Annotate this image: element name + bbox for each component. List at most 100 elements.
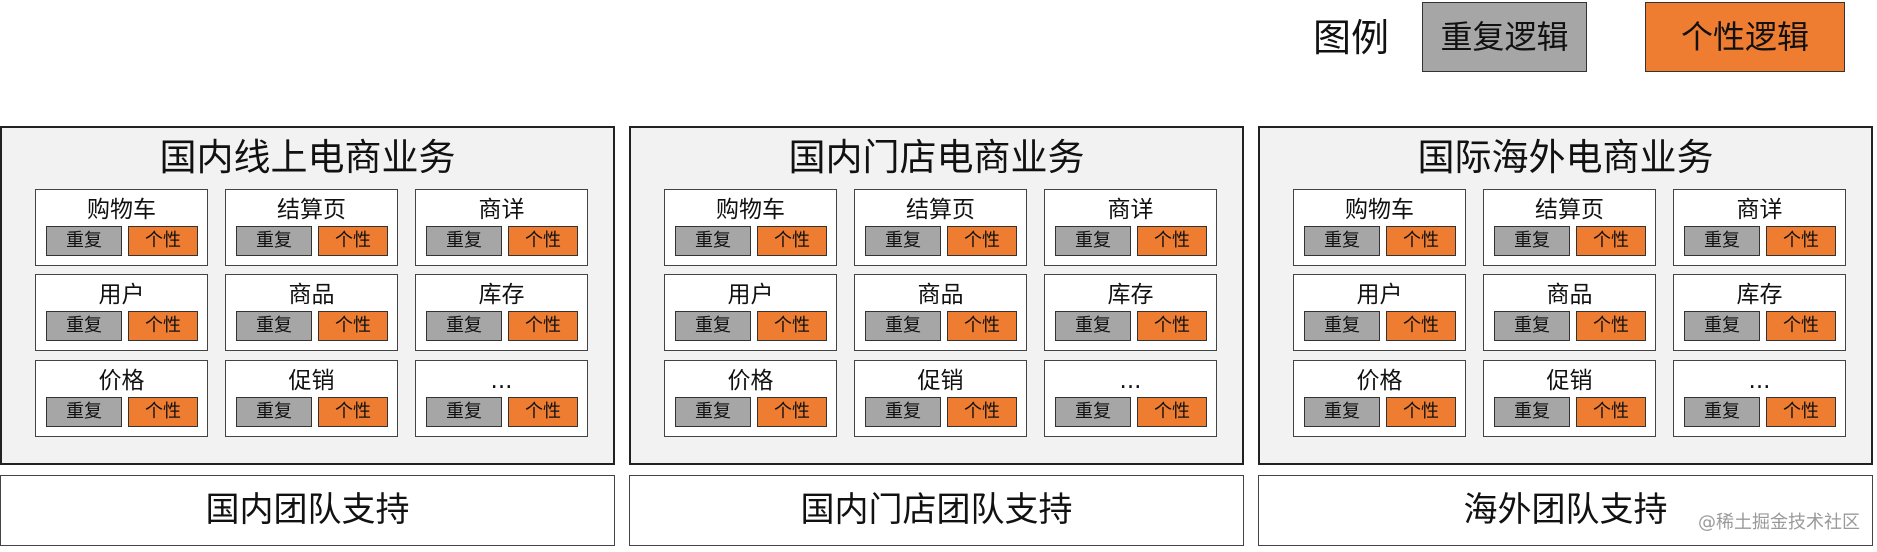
common-logic-tag: 重复 bbox=[1055, 397, 1131, 427]
common-logic-tag: 重复 bbox=[675, 397, 751, 427]
custom-logic-tag: 个性 bbox=[1576, 226, 1646, 256]
custom-logic-tag: 个性 bbox=[128, 397, 198, 427]
custom-logic-tag: 个性 bbox=[1137, 226, 1207, 256]
watermark: @稀土掘金技术社区 bbox=[1698, 512, 1860, 533]
common-logic-tag: 重复 bbox=[1304, 226, 1380, 256]
module-name: 购物车 bbox=[716, 197, 785, 223]
module-checkout: 结算页 重复 个性 bbox=[225, 189, 398, 266]
custom-logic-tag: 个性 bbox=[1137, 311, 1207, 341]
module-user: 用户 重复 个性 bbox=[1293, 274, 1466, 351]
module-inventory: 库存 重复 个性 bbox=[1673, 274, 1846, 351]
custom-logic-tag: 个性 bbox=[1576, 311, 1646, 341]
module-more: ... 重复 个性 bbox=[1044, 360, 1217, 437]
custom-logic-tag: 个性 bbox=[757, 226, 827, 256]
business-title: 国内门店电商业务 bbox=[788, 136, 1085, 179]
custom-logic-tag: 个性 bbox=[318, 311, 388, 341]
common-logic-tag: 重复 bbox=[1304, 397, 1380, 427]
module-product-detail: 商详 重复 个性 bbox=[1044, 189, 1217, 266]
module-name: 商详 bbox=[478, 197, 525, 223]
support-domestic-store-team: 国内门店团队支持 bbox=[629, 475, 1244, 546]
custom-logic-tag: 个性 bbox=[318, 226, 388, 256]
business-international: 国际海外电商业务 购物车 重复 个性 结算页 重复 个性 商详 重复 个性 用户… bbox=[1258, 126, 1873, 465]
module-name: 商品 bbox=[1546, 282, 1593, 308]
module-product-detail: 商详 重复 个性 bbox=[415, 189, 588, 266]
module-promotion: 促销 重复 个性 bbox=[1483, 360, 1656, 437]
common-logic-tag: 重复 bbox=[1494, 226, 1570, 256]
business-title: 国际海外电商业务 bbox=[1417, 136, 1714, 179]
business-title: 国内线上电商业务 bbox=[159, 136, 456, 179]
module-product: 商品 重复 个性 bbox=[1483, 274, 1656, 351]
module-checkout: 结算页 重复 个性 bbox=[1483, 189, 1656, 266]
module-name: 商品 bbox=[917, 282, 964, 308]
module-inventory: 库存 重复 个性 bbox=[415, 274, 588, 351]
custom-logic-tag: 个性 bbox=[757, 311, 827, 341]
module-checkout: 结算页 重复 个性 bbox=[854, 189, 1027, 266]
support-domestic-team: 国内团队支持 bbox=[0, 475, 615, 546]
common-logic-tag: 重复 bbox=[426, 311, 502, 341]
module-name: 结算页 bbox=[1535, 197, 1604, 223]
common-logic-tag: 重复 bbox=[236, 397, 312, 427]
legend-title: 图例 bbox=[1313, 16, 1390, 60]
module-name: 价格 bbox=[727, 368, 774, 394]
module-name: 促销 bbox=[1546, 368, 1593, 394]
module-name: 商详 bbox=[1736, 197, 1783, 223]
custom-logic-tag: 个性 bbox=[508, 311, 578, 341]
module-user: 用户 重复 个性 bbox=[664, 274, 837, 351]
common-logic-tag: 重复 bbox=[46, 311, 122, 341]
common-logic-tag: 重复 bbox=[675, 226, 751, 256]
common-logic-tag: 重复 bbox=[1494, 311, 1570, 341]
module-user: 用户 重复 个性 bbox=[35, 274, 208, 351]
common-logic-tag: 重复 bbox=[1055, 311, 1131, 341]
common-logic-tag: 重复 bbox=[46, 397, 122, 427]
custom-logic-tag: 个性 bbox=[1766, 226, 1836, 256]
custom-logic-tag: 个性 bbox=[757, 397, 827, 427]
module-price: 价格 重复 个性 bbox=[1293, 360, 1466, 437]
custom-logic-tag: 个性 bbox=[947, 311, 1017, 341]
module-name: 用户 bbox=[727, 282, 774, 308]
common-logic-tag: 重复 bbox=[1055, 226, 1131, 256]
module-cart: 购物车 重复 个性 bbox=[1293, 189, 1466, 266]
module-name: 价格 bbox=[1356, 368, 1403, 394]
module-promotion: 促销 重复 个性 bbox=[225, 360, 398, 437]
common-logic-tag: 重复 bbox=[426, 226, 502, 256]
custom-logic-tag: 个性 bbox=[128, 226, 198, 256]
module-name: 价格 bbox=[98, 368, 145, 394]
custom-logic-tag: 个性 bbox=[1386, 226, 1456, 256]
custom-logic-tag: 个性 bbox=[1766, 397, 1836, 427]
module-promotion: 促销 重复 个性 bbox=[854, 360, 1027, 437]
common-logic-tag: 重复 bbox=[865, 311, 941, 341]
module-name: 库存 bbox=[478, 282, 525, 308]
common-logic-tag: 重复 bbox=[1494, 397, 1570, 427]
common-logic-tag: 重复 bbox=[675, 311, 751, 341]
custom-logic-tag: 个性 bbox=[1386, 397, 1456, 427]
module-name: ... bbox=[490, 368, 513, 394]
common-logic-tag: 重复 bbox=[1684, 226, 1760, 256]
module-product: 商品 重复 个性 bbox=[854, 274, 1027, 351]
module-name: 用户 bbox=[1356, 282, 1403, 308]
module-more: ... 重复 个性 bbox=[1673, 360, 1846, 437]
custom-logic-tag: 个性 bbox=[128, 311, 198, 341]
common-logic-tag: 重复 bbox=[426, 397, 502, 427]
custom-logic-tag: 个性 bbox=[318, 397, 388, 427]
module-name: 购物车 bbox=[1345, 197, 1414, 223]
common-logic-tag: 重复 bbox=[1684, 311, 1760, 341]
custom-logic-tag: 个性 bbox=[947, 226, 1017, 256]
custom-logic-tag: 个性 bbox=[1386, 311, 1456, 341]
module-name: 促销 bbox=[288, 368, 335, 394]
custom-logic-tag: 个性 bbox=[508, 226, 578, 256]
module-name: 购物车 bbox=[87, 197, 156, 223]
module-name: 库存 bbox=[1107, 282, 1154, 308]
module-price: 价格 重复 个性 bbox=[35, 360, 208, 437]
business-domestic-store: 国内门店电商业务 购物车 重复 个性 结算页 重复 个性 商详 重复 个性 用户… bbox=[629, 126, 1244, 465]
module-name: 库存 bbox=[1736, 282, 1783, 308]
custom-logic-tag: 个性 bbox=[1137, 397, 1207, 427]
module-name: 结算页 bbox=[906, 197, 975, 223]
module-name: 促销 bbox=[917, 368, 964, 394]
support-overseas-team: 海外团队支持 bbox=[1258, 475, 1873, 546]
module-name: ... bbox=[1748, 368, 1771, 394]
custom-logic-tag: 个性 bbox=[1766, 311, 1836, 341]
module-cart: 购物车 重复 个性 bbox=[35, 189, 208, 266]
module-name: ... bbox=[1119, 368, 1142, 394]
common-logic-tag: 重复 bbox=[865, 397, 941, 427]
custom-logic-tag: 个性 bbox=[508, 397, 578, 427]
